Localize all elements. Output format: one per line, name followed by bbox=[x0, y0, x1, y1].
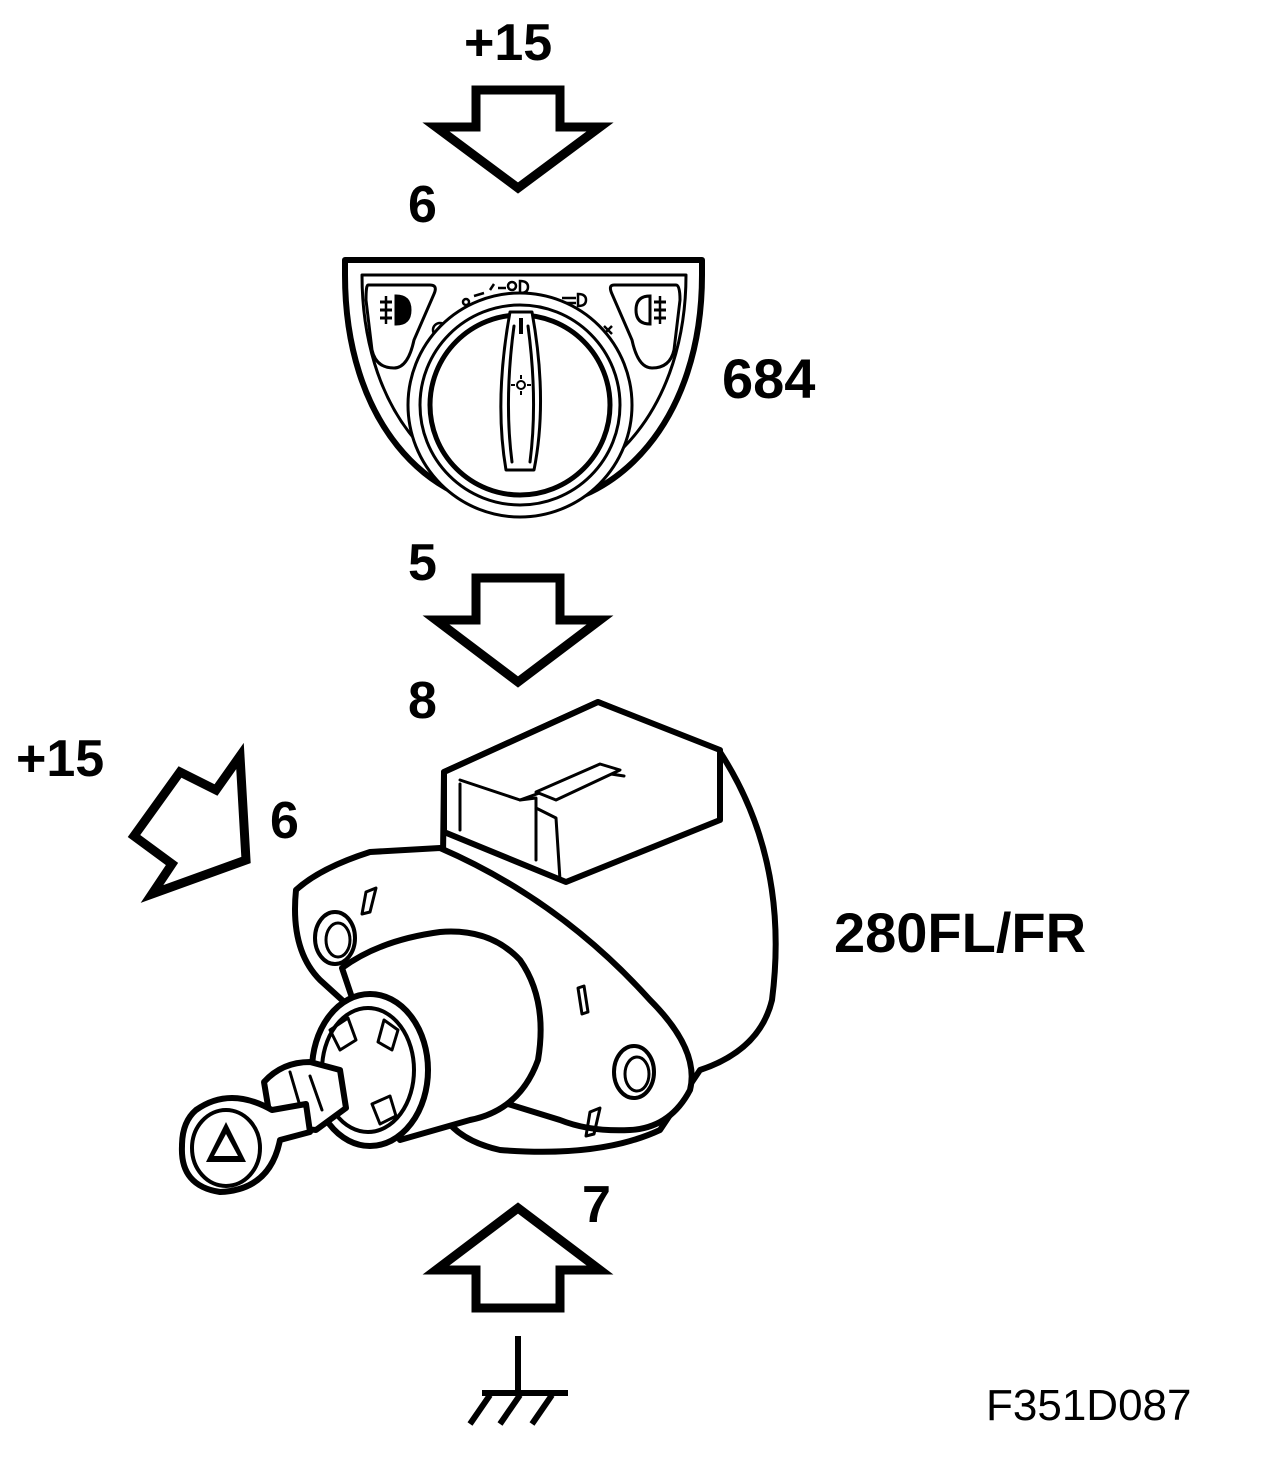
mounting-hole bbox=[612, 1044, 656, 1100]
switch-output-pin-label: 5 bbox=[408, 534, 437, 592]
top-supply-label: +15 bbox=[464, 14, 552, 72]
motor-input-pin-label: 8 bbox=[408, 672, 437, 730]
arrow-down-icon bbox=[422, 573, 614, 688]
sun-icon bbox=[511, 375, 531, 395]
side-supply-label: +15 bbox=[16, 730, 104, 788]
switch-part-number-label: 684 bbox=[722, 347, 815, 410]
mounting-hole bbox=[313, 910, 357, 966]
ground-pin-label: 7 bbox=[582, 1176, 611, 1234]
motor-part-number-label: 280FL/FR bbox=[834, 901, 1086, 964]
ground-icon bbox=[467, 1336, 568, 1426]
rear-fog-light-icon bbox=[634, 294, 666, 326]
arrow-up-icon bbox=[422, 1202, 614, 1313]
light-switch-icon bbox=[342, 257, 705, 519]
switch-input-pin-label: 6 bbox=[408, 176, 437, 234]
arrow-down-icon bbox=[422, 85, 614, 194]
motor-supply-pin-label: 6 bbox=[270, 792, 299, 850]
figure-code: F351D087 bbox=[986, 1381, 1191, 1430]
front-fog-light-icon bbox=[380, 294, 412, 326]
headlamp-level-motor-icon bbox=[178, 699, 779, 1195]
arrow-diagonal-icon bbox=[127, 742, 251, 903]
